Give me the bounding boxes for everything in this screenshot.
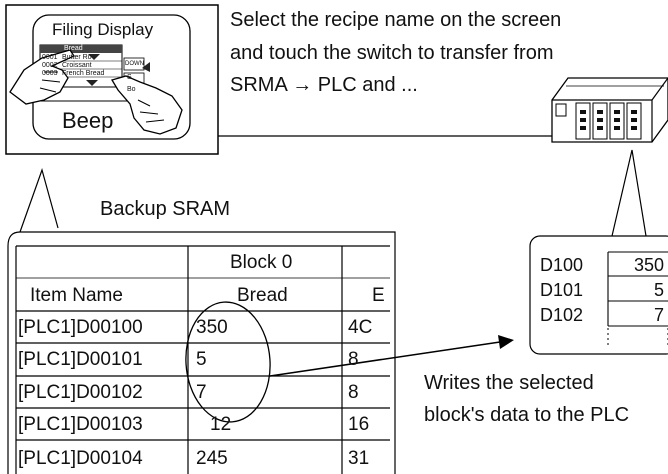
screen-title: Filing Display xyxy=(52,20,154,39)
plc-register-box xyxy=(529,235,668,355)
top-caption-line: Select the recipe name on the screen xyxy=(230,9,562,31)
sram-row-value: 12 xyxy=(210,414,232,435)
sram-header-item-name: Item Name xyxy=(30,285,123,306)
screen-list-number: 0002 xyxy=(42,62,58,69)
bottom-caption-line: block's data to the PLC xyxy=(424,404,630,426)
sram-row-value: 350 xyxy=(196,317,228,338)
sram-row-address: [PLC1]D00104 xyxy=(18,448,143,469)
sram-row-value: 245 xyxy=(196,448,228,469)
sram-label: Backup SRAM xyxy=(100,198,231,220)
sram-header-block-name: Bread xyxy=(237,285,288,306)
selection-ellipse xyxy=(185,301,271,423)
sram-table-grid xyxy=(15,245,390,474)
sram-row-address: [PLC1]D00100 xyxy=(18,317,143,338)
screen-side-label: S xyxy=(127,74,132,81)
plc-register-value: 5 xyxy=(653,280,664,300)
sram-row-next-value: 4C xyxy=(348,317,373,338)
bottom-caption-line: Writes the selected xyxy=(424,372,594,394)
sram-row-value: 7 xyxy=(196,382,207,403)
screen-list-selected xyxy=(40,45,122,53)
left-hand-icon xyxy=(9,49,75,105)
plc-register-address: D102 xyxy=(540,305,584,325)
sram-header-block: Block 0 xyxy=(230,252,293,273)
plc-callout-pointer xyxy=(611,149,647,237)
transfer-arrow xyxy=(269,341,501,377)
plc-register-address: D100 xyxy=(540,255,584,275)
plc-register-value: 7 xyxy=(653,305,664,325)
sram-row-address: [PLC1]D00102 xyxy=(18,382,143,403)
sram-row-value: 5 xyxy=(196,349,207,370)
screen-list-item: Bread xyxy=(64,45,83,52)
top-caption-line: and touch the switch to transfer from xyxy=(230,42,554,64)
sram-header-next-block: E xyxy=(372,285,385,306)
screen-side-label: Bo xyxy=(127,86,136,93)
sram-row-next-value: 31 xyxy=(348,448,370,469)
sram-row-next-value: 8 xyxy=(348,349,359,370)
sram-callout-pointer xyxy=(19,168,59,233)
screen-list-item: Croissant xyxy=(62,62,92,69)
screen-list-number: 0001 xyxy=(42,54,58,61)
top-caption-line: SRMA → PLC and ... xyxy=(230,74,418,96)
sram-row-address: [PLC1]D00103 xyxy=(18,414,143,435)
plc-register-address: D101 xyxy=(540,280,584,300)
beep-button-label: Beep xyxy=(62,108,114,133)
sram-row-address: [PLC1]D00101 xyxy=(18,349,143,370)
screen-down-label: DOWN xyxy=(125,61,144,67)
plc-device-icon xyxy=(551,77,668,143)
sram-callout-frame xyxy=(7,231,396,474)
sram-row-next-value: 8 xyxy=(348,382,359,403)
plc-register-value: 350 xyxy=(633,255,664,275)
screen-list-number: 0003 xyxy=(42,70,58,77)
screen-down-button xyxy=(123,57,145,71)
sram-row-next-value: 16 xyxy=(348,414,370,435)
screen-list-item: French Bread xyxy=(62,70,105,77)
screen-list-item: Butter Ro xyxy=(62,54,92,61)
